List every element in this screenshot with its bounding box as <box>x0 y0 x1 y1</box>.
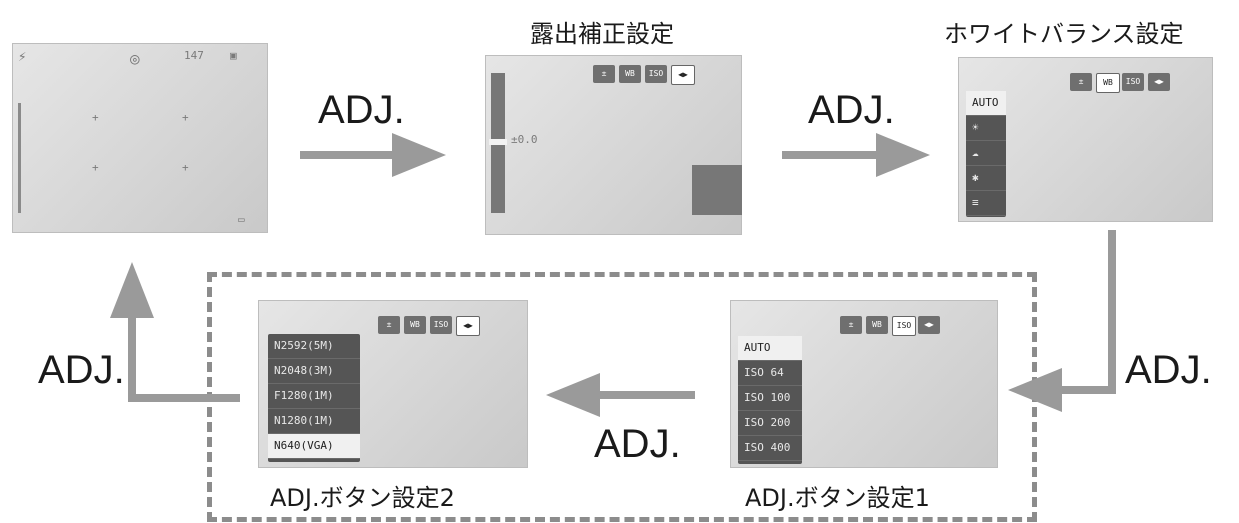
iso-menu: AUTO ISO 64 ISO 100 ISO 200 ISO 400 <box>738 336 802 464</box>
iso-menu-item: ISO 100 <box>738 386 802 411</box>
arrow-adj1-to-adj2 <box>546 373 695 417</box>
bulb-icon: ✱ <box>966 166 1006 191</box>
preview-box <box>692 165 742 215</box>
wb-icon: WB <box>619 65 641 83</box>
exposure-icon: ± <box>840 316 862 334</box>
exposure-title: 露出補正設定 <box>530 20 674 48</box>
focus-mark: + <box>182 161 189 174</box>
iso-icon: ISO <box>645 65 667 83</box>
wb-icon: WB <box>866 316 888 334</box>
arrow-adj2-to-main <box>110 262 240 402</box>
adj2-screen: ± WB ISO ◀▶ N2592(5M) N2048(3M) F1280(1M… <box>258 300 528 468</box>
zoom-bar <box>18 103 21 213</box>
iso-menu-item: ISO 400 <box>738 436 802 461</box>
sun-icon: ☀ <box>966 116 1006 141</box>
adj-label: ADJ. <box>808 88 895 132</box>
iso-menu-item: AUTO <box>738 336 802 361</box>
fluorescent-icon: ≡ <box>966 191 1006 216</box>
size-menu-item: N640(VGA) <box>268 434 360 459</box>
arrow-exposure-to-wb <box>782 133 930 177</box>
white-balance-screen: ± WB ISO ◀▶ AUTO ☀ ☁ ✱ ≡ <box>958 57 1213 222</box>
adj1-screen: ± WB ISO ◀▶ AUTO ISO 64 ISO 100 ISO 200 … <box>730 300 998 468</box>
exposure-screen: ±0.0 ± WB ISO ◀▶ <box>485 55 742 235</box>
iso-menu-item: ISO 64 <box>738 361 802 386</box>
exposure-readout: ±0.0 <box>511 133 538 146</box>
flash-icon: ⚡ <box>18 49 27 65</box>
frame-count: 147 <box>184 49 204 62</box>
iso-icon: ISO <box>1122 73 1144 91</box>
wb-menu-item: AUTO <box>966 91 1006 116</box>
adj-label: ADJ. <box>1125 348 1212 392</box>
focus-mark: + <box>92 111 99 124</box>
size-icon: ◀▶ <box>671 65 695 85</box>
adj-label: ADJ. <box>318 88 405 132</box>
exposure-icon: ± <box>593 65 615 83</box>
camera-icon: ◎ <box>130 49 140 68</box>
iso-icon: ISO <box>892 316 916 336</box>
size-menu-item: F1280(1M) <box>268 384 360 409</box>
adj2-caption: ADJ.ボタン設定2 <box>270 484 455 512</box>
exposure-icon: ± <box>1070 73 1092 91</box>
battery-icon: ▭ <box>238 213 245 226</box>
exposure-icon: ± <box>378 316 400 334</box>
size-menu-item: N1280(1M) <box>268 409 360 434</box>
slider-thumb <box>489 139 507 145</box>
wb-icon: WB <box>404 316 426 334</box>
wb-icon: WB <box>1096 73 1120 93</box>
quality-icon: ▣ <box>230 49 237 62</box>
iso-menu-item: ISO 200 <box>738 411 802 436</box>
white-balance-title: ホワイトバランス設定 <box>944 20 1184 48</box>
cloud-icon: ☁ <box>966 141 1006 166</box>
size-menu-item: N2048(3M) <box>268 359 360 384</box>
adj1-caption: ADJ.ボタン設定1 <box>745 484 930 512</box>
size-menu-item: N2592(5M) <box>268 334 360 359</box>
iso-icon: ISO <box>430 316 452 334</box>
main-screen: ⚡ ◎ 147 ▣ + + + + ▭ <box>12 43 268 233</box>
focus-mark: + <box>92 161 99 174</box>
size-icon: ◀▶ <box>456 316 480 336</box>
adj-label: ADJ. <box>38 348 125 392</box>
size-menu: N2592(5M) N2048(3M) F1280(1M) N1280(1M) … <box>268 334 360 462</box>
wb-menu: AUTO ☀ ☁ ✱ ≡ <box>966 91 1006 217</box>
focus-mark: + <box>182 111 189 124</box>
arrow-main-to-exposure <box>300 133 446 177</box>
size-icon: ◀▶ <box>1148 73 1170 91</box>
arrow-wb-to-adj1 <box>1008 230 1116 412</box>
adj-label: ADJ. <box>594 422 681 466</box>
size-icon: ◀▶ <box>918 316 940 334</box>
